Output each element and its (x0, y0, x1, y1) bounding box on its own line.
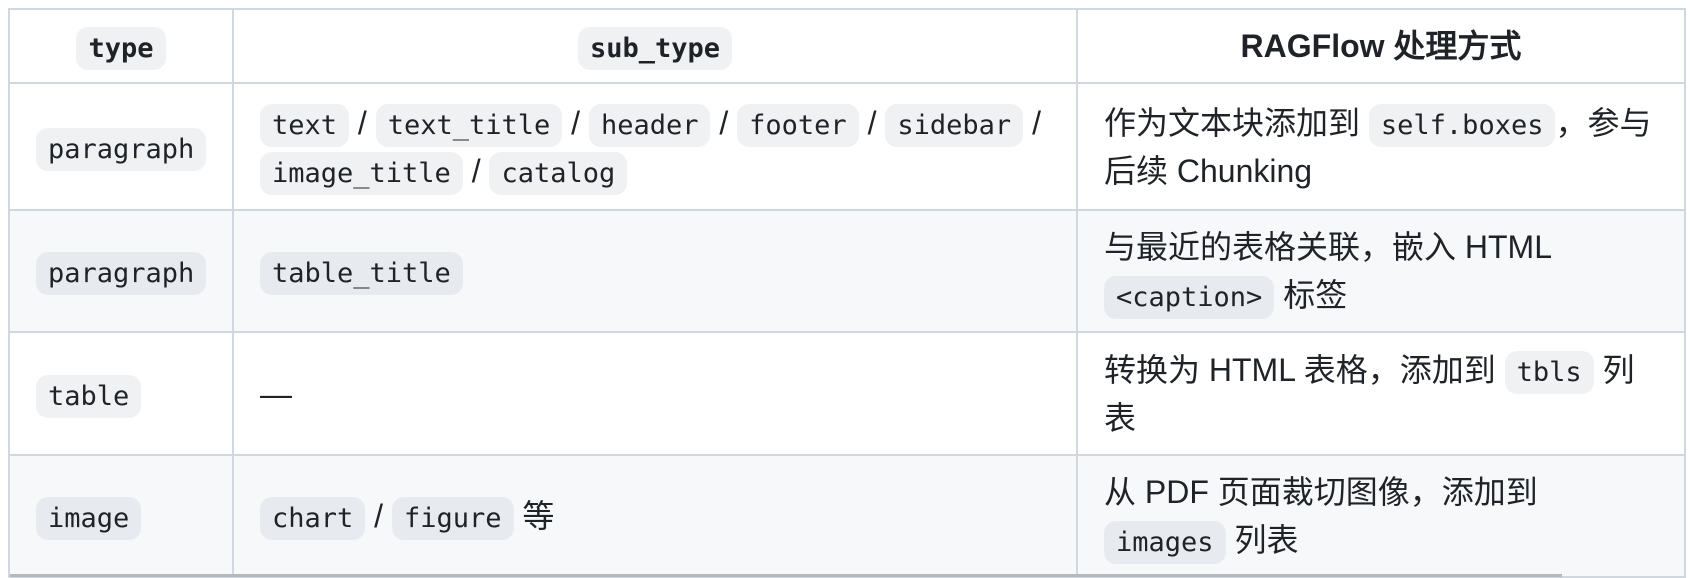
cell-sub-type: — (232, 331, 1078, 456)
text-segment: / (562, 104, 589, 141)
code-pill: images (1104, 521, 1226, 564)
code-pill: header (588, 103, 711, 147)
text-segment: 转换为 HTML 表格，添加到 (1104, 351, 1505, 388)
table-row: paragraph text / text_title / header / f… (8, 82, 1686, 211)
code-pill: catalog (489, 151, 628, 195)
column-header-ragflow-handling: RAGFlow 处理方式 (1076, 8, 1686, 84)
code-pill: self.boxes (1368, 103, 1556, 147)
column-header-type: type (8, 8, 234, 84)
code-pill: table (36, 374, 142, 418)
text-segment: / (1023, 104, 1041, 141)
text-segment: ，参与后续 Chunking (1104, 104, 1652, 189)
text-segment: 与最近的表格关联，嵌入 HTML (1104, 229, 1551, 265)
column-header-sub-type: sub_type (232, 8, 1078, 84)
cell-handling: 与最近的表格关联，嵌入 HTML <caption> 标签 (1076, 209, 1686, 333)
code-pill: sidebar (885, 103, 1024, 147)
header-row: type sub_type RAGFlow 处理方式 (8, 8, 1686, 84)
text-segment: — (260, 375, 292, 412)
cell-type: paragraph (8, 82, 234, 211)
text-segment: 从 PDF 页面裁切图像，添加到 (1104, 474, 1538, 510)
code-pill: image_title (260, 151, 463, 195)
text-segment: 作为文本块添加到 (1104, 104, 1369, 141)
text-segment: / (365, 498, 392, 534)
code-pill: text (260, 103, 350, 147)
text-segment: 等 (513, 498, 555, 534)
cell-sub-type: table_title (232, 209, 1078, 333)
code-pill: sub_type (577, 27, 733, 70)
text-segment: 列表 (1104, 351, 1635, 436)
code-pill: footer (737, 103, 859, 147)
cell-sub-type: text / text_title / header / footer / si… (232, 82, 1078, 211)
cell-handling: 作为文本块添加到 self.boxes，参与后续 Chunking (1076, 82, 1686, 211)
code-pill: paragraph (36, 252, 207, 295)
code-pill: table_title (260, 252, 463, 295)
text-segment: 标签 (1274, 277, 1348, 313)
code-pill: tbls (1504, 350, 1594, 394)
code-pill: <caption> (1104, 276, 1275, 319)
text-segment: / (710, 104, 738, 141)
table-row: paragraph table_title 与最近的表格关联，嵌入 HTML <… (8, 209, 1686, 333)
cell-handling: 从 PDF 页面裁切图像，添加到 images 列表 (1076, 454, 1686, 578)
text-segment: RAGFlow 处理方式 (1240, 28, 1522, 64)
text-segment: / (858, 104, 886, 141)
text-segment: / (349, 104, 376, 141)
cell-handling: 转换为 HTML 表格，添加到 tbls 列表 (1076, 331, 1686, 456)
ragflow-processing-table: type sub_type RAGFlow 处理方式 paragraph tex… (8, 8, 1686, 578)
code-pill: text_title (375, 103, 563, 147)
text-segment: 列表 (1225, 522, 1299, 558)
table-row: image chart / figure 等 从 PDF 页面裁切图像，添加到 … (8, 454, 1686, 578)
code-pill: paragraph (36, 127, 207, 171)
cropped-next-element-edge (10, 574, 1562, 577)
code-pill: figure (391, 497, 514, 540)
code-pill: image (36, 497, 142, 540)
cell-type: paragraph (8, 209, 234, 333)
text-segment: / (462, 152, 490, 189)
code-pill: chart (260, 497, 366, 540)
cell-sub-type: chart / figure 等 (232, 454, 1078, 578)
table-row: table — 转换为 HTML 表格，添加到 tbls 列表 (8, 331, 1686, 456)
code-pill: type (76, 27, 166, 70)
cell-type: image (8, 454, 234, 578)
cell-type: table (8, 331, 234, 456)
